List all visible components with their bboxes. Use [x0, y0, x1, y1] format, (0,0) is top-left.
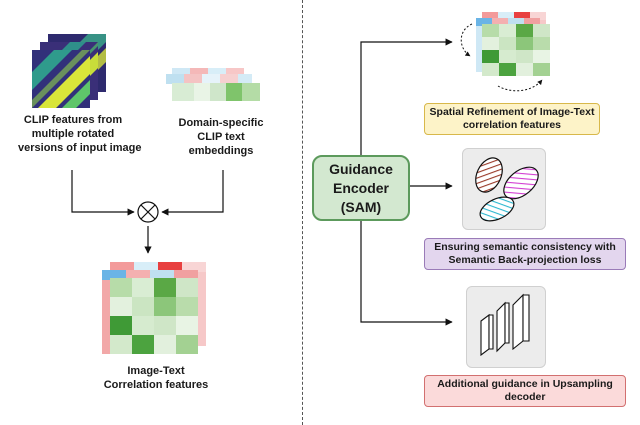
segments-icon — [475, 157, 539, 222]
semantic-consistency-line: Semantic Back-projection loss — [448, 254, 602, 266]
clip-features-label-line: multiple rotated — [31, 128, 115, 140]
refined-features-stack — [460, 12, 550, 92]
guidance-encoder-box: Guidance Encoder (SAM) — [312, 155, 410, 221]
upsampling-decoder-icon — [480, 293, 530, 357]
panel-divider — [302, 0, 303, 425]
clip-features-label-line: CLIP features from — [23, 114, 123, 126]
text-embeddings-label-line: CLIP text — [197, 131, 245, 143]
correlation-features-label: Image-Text Correlation features — [96, 364, 216, 392]
clip-features-label: CLIP features from multiple rotated vers… — [18, 113, 142, 155]
rotate-arrow-bottom-icon — [497, 79, 543, 92]
clip-features-label-line: versions of input image — [18, 142, 142, 154]
semantic-consistency-line: Ensuring semantic consistency with — [434, 241, 616, 253]
rotate-arrow-left-icon — [460, 23, 473, 57]
left-connectors — [71, 170, 224, 254]
clip-features-image-stack — [32, 34, 106, 108]
text-embeddings-label: Domain-specific CLIP text embeddings — [168, 116, 274, 158]
semantic-consistency-box: Ensuring semantic consistency with Seman… — [424, 238, 626, 270]
multiply-operator-icon — [137, 201, 159, 223]
spatial-refinement-box: Spatial Refinement of Image-Text correla… — [424, 103, 600, 135]
text-embeddings-label-line: Domain-specific — [178, 117, 264, 129]
semantic-segments-icon-box — [462, 148, 546, 230]
correlation-features-stack — [102, 262, 206, 354]
spatial-refinement-line: Spatial Refinement of Image-Text — [429, 106, 595, 118]
decoder-icon-box — [466, 286, 546, 368]
upsampling-guidance-line: decoder — [504, 391, 546, 403]
correlation-label-line: Image-Text — [127, 365, 185, 377]
guidance-encoder-line: Guidance — [329, 160, 393, 177]
guidance-encoder-line: (SAM) — [340, 198, 382, 215]
correlation-label-line: Correlation features — [103, 379, 209, 391]
text-embeddings-label-line: embeddings — [188, 145, 254, 157]
text-embeddings-graphic — [166, 68, 260, 101]
upsampling-guidance-box: Additional guidance in Upsampling decode… — [424, 375, 626, 407]
spatial-refinement-line: correlation features — [462, 119, 562, 131]
upsampling-guidance-line: Additional guidance in Upsampling — [437, 378, 613, 390]
right-connectors — [360, 38, 453, 326]
guidance-encoder-line: Encoder — [332, 179, 389, 196]
